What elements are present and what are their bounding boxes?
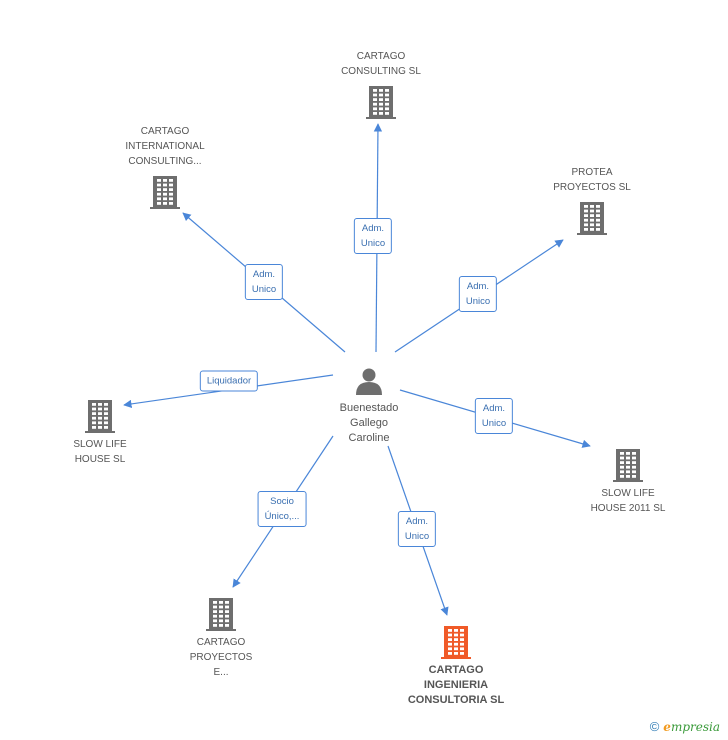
person-icon <box>356 368 382 395</box>
building-icon <box>366 86 396 119</box>
building-icon <box>613 449 643 482</box>
company-node-slow-life-2011[interactable]: SLOW LIFE HOUSE 2011 SL <box>590 488 666 514</box>
company-node-slow-life[interactable]: SLOW LIFE HOUSE SL <box>73 439 127 465</box>
company-node-cartago-proyectos[interactable]: CARTAGO PROYECTOS E... <box>189 637 253 678</box>
building-icon <box>206 598 236 631</box>
footer-brand: © empresia <box>650 719 720 734</box>
company-node-cartago-consulting[interactable]: CARTAGO CONSULTING SL <box>341 51 421 77</box>
edge-label-protea[interactable]: Adm. Unico <box>458 276 498 312</box>
edge-label-slow-life-2011[interactable]: Adm. Unico <box>474 398 514 434</box>
icons-layer <box>85 86 643 659</box>
edge-label-slow-life[interactable]: Liquidador <box>199 370 259 392</box>
edge-label-cartago-consulting[interactable]: Adm. Unico <box>353 218 393 254</box>
building-icon <box>441 626 471 659</box>
edge-label-cartago-ingenieria[interactable]: Adm. Unico <box>397 511 437 547</box>
building-icon <box>577 202 607 235</box>
person-node-name[interactable]: Buenestado Gallego Caroline <box>339 402 399 444</box>
copyright-icon: © <box>649 719 660 734</box>
edges-layer <box>123 123 591 616</box>
edge-label-cartago-proyectos[interactable]: Socio Único,... <box>257 491 307 527</box>
company-node-protea[interactable]: PROTEA PROYECTOS SL <box>553 167 631 193</box>
brand-logo: empresia <box>663 719 720 734</box>
building-icon <box>150 176 180 209</box>
company-node-cartago-ingenieria[interactable]: CARTAGO INGENIERIA CONSULTORIA SL <box>407 664 505 706</box>
building-icon <box>85 400 115 433</box>
edge-label-cartago-international[interactable]: Adm. Unico <box>244 264 284 300</box>
company-node-cartago-international[interactable]: CARTAGO INTERNATIONAL CONSULTING... <box>125 126 205 167</box>
